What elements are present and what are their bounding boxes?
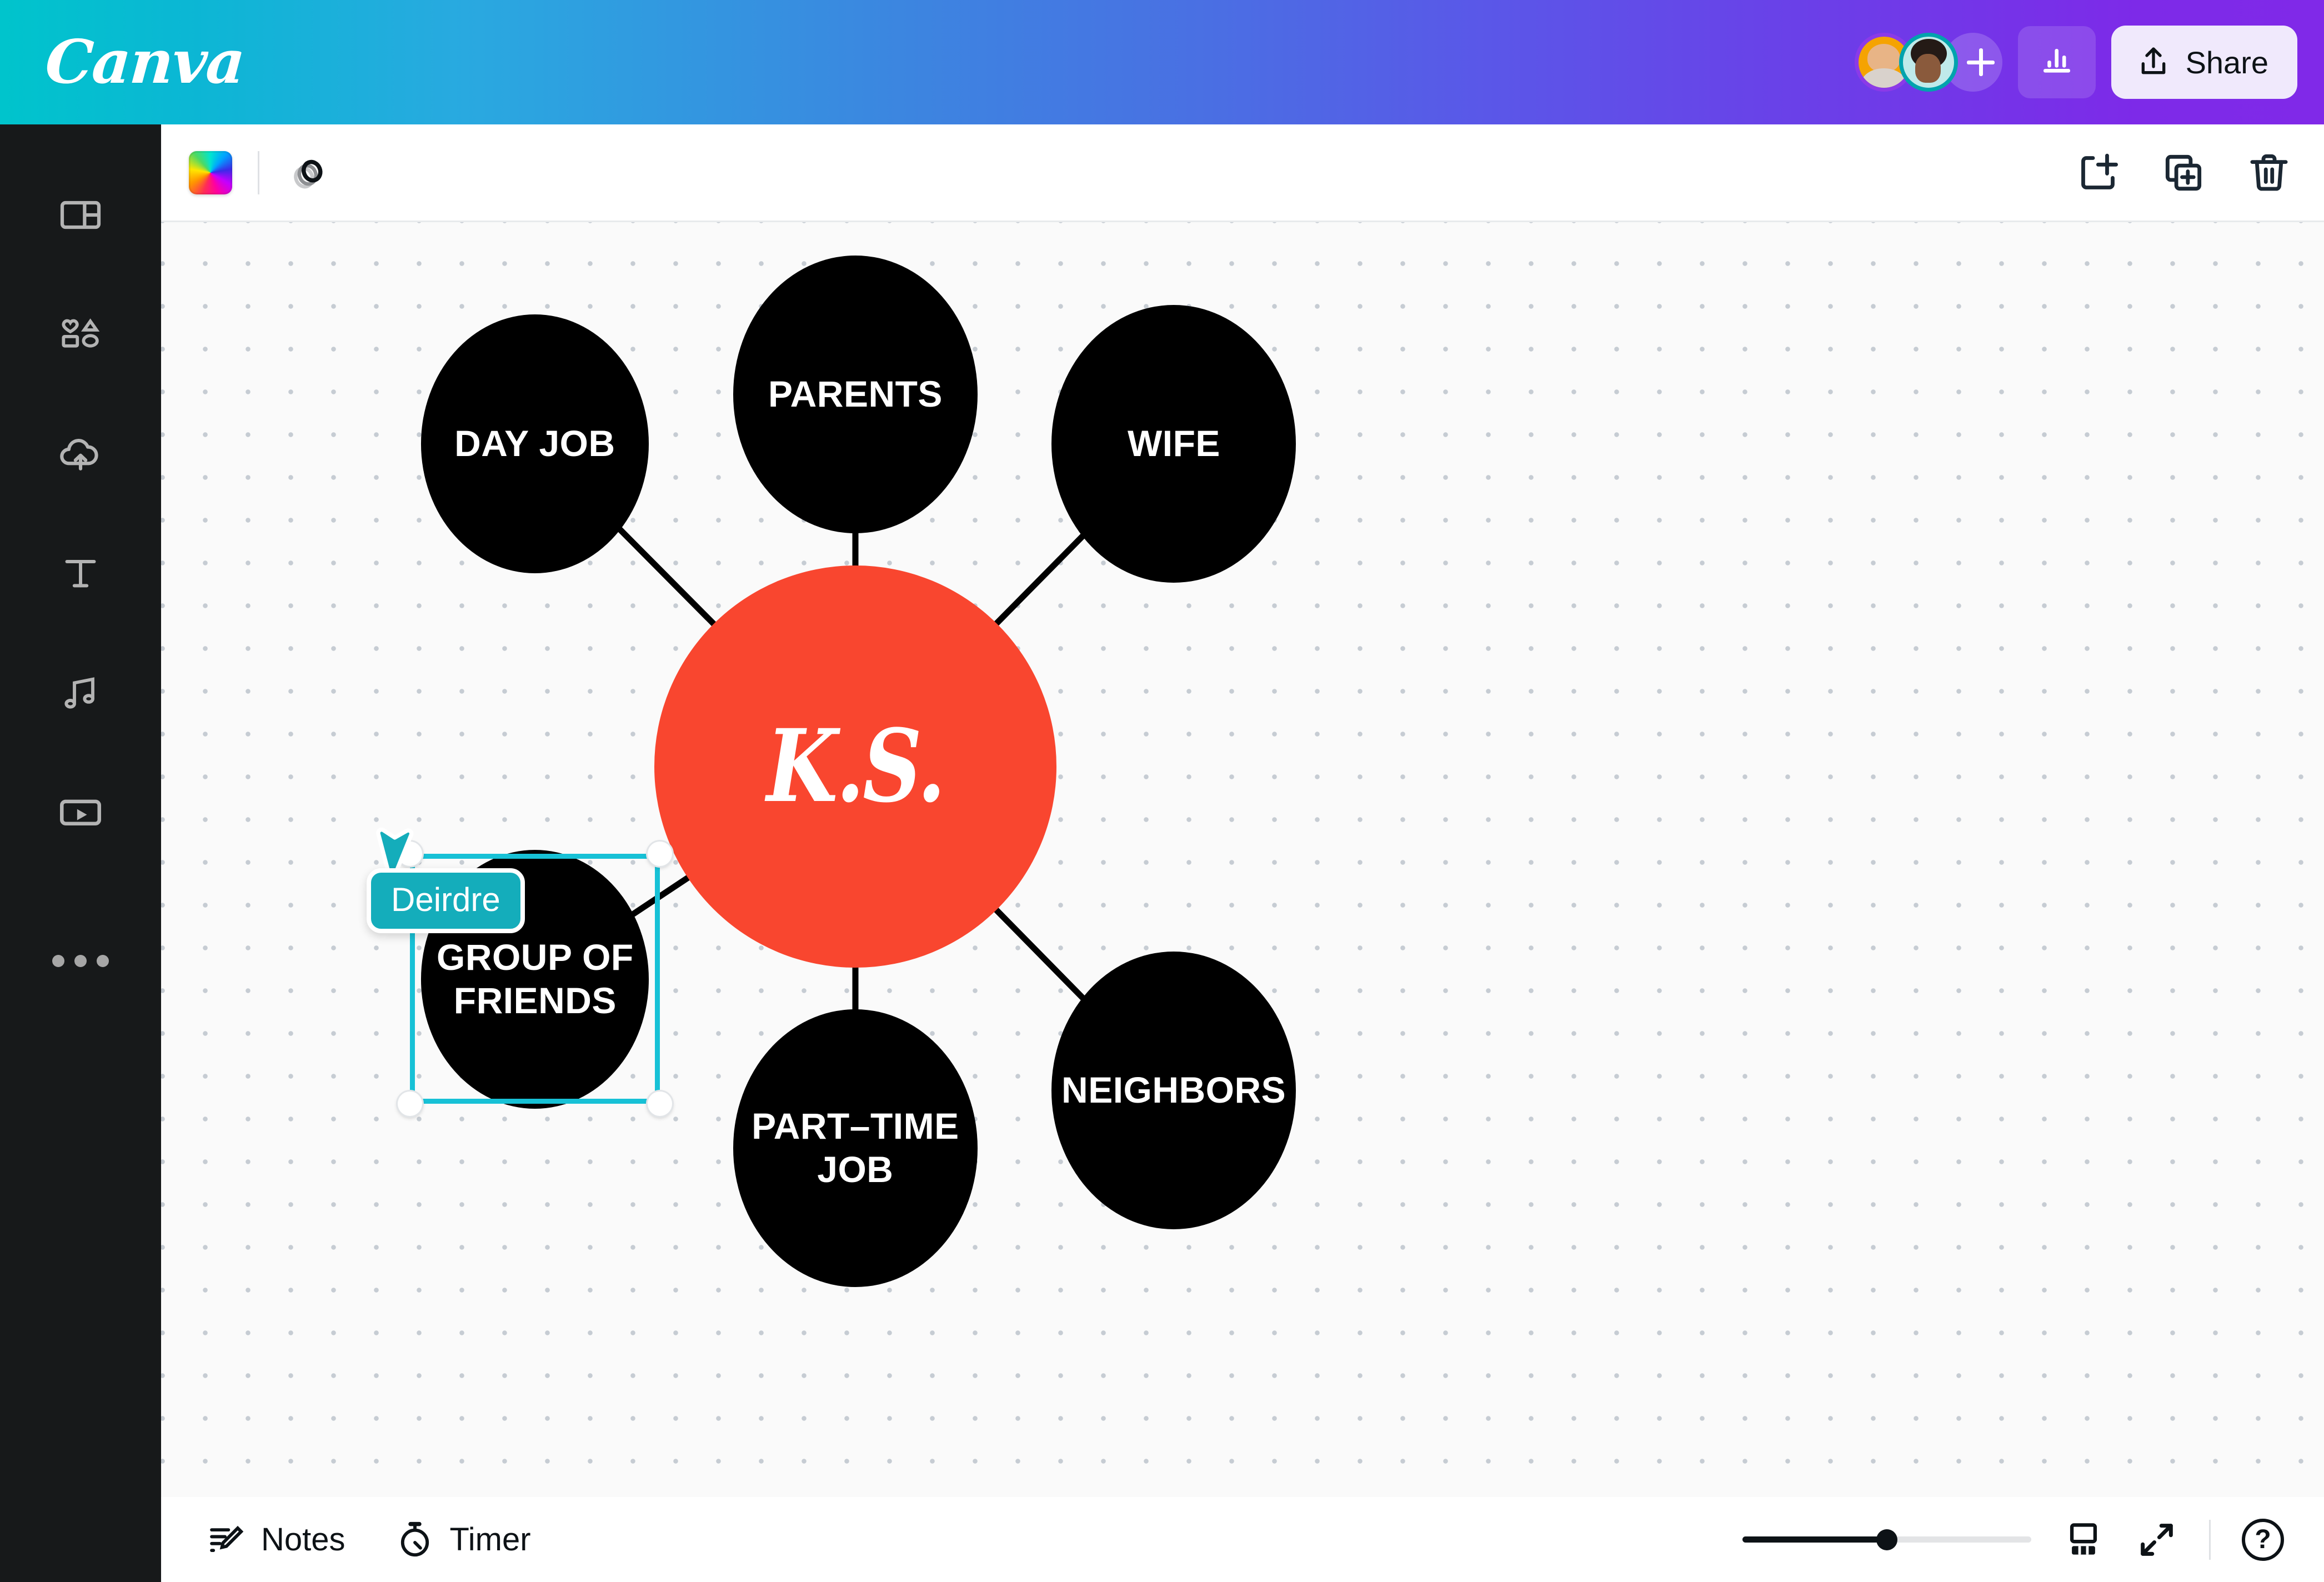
bottom-bar-right: ?: [1742, 1518, 2284, 1561]
timer-button[interactable]: Timer: [394, 1519, 531, 1560]
sidebar-item-videos[interactable]: [0, 752, 161, 872]
shapes-icon: [62, 318, 100, 348]
bar-chart-icon: [2043, 49, 2070, 73]
mindmap-node-line: WIFE: [1127, 423, 1220, 464]
duplicate-button[interactable]: [2160, 149, 2207, 197]
stopwatch-icon: [400, 1521, 429, 1556]
connector-neighbors: [991, 904, 1088, 1003]
mindmap-node-label: NEIGHBORS: [1061, 1069, 1286, 1112]
text-t-icon: [65, 559, 96, 587]
collaborator-name-label: Deirdre: [367, 868, 525, 933]
mindmap-node-line: GROUP OF: [436, 937, 634, 978]
connector-group-of-friends: [630, 873, 694, 917]
mindmap-node-wife[interactable]: WIFE: [1051, 305, 1296, 583]
header-actions: Share: [1854, 26, 2297, 99]
mindmap-node-line: FRIENDS: [453, 980, 617, 1021]
mindmap-node-parents[interactable]: PARENTS: [733, 256, 978, 533]
toolbar-right-actions: [2074, 149, 2293, 197]
notes-pencil-icon: [210, 1525, 244, 1552]
expand-arrows-icon: [2141, 1523, 2173, 1556]
connector-day-job: [615, 524, 719, 629]
analytics-button[interactable]: [2017, 26, 2096, 98]
notes-label: Notes: [261, 1521, 345, 1558]
left-sidebar: [0, 124, 161, 1582]
transparency-circles-icon: [294, 159, 323, 188]
bottom-bar-divider: [2209, 1519, 2211, 1560]
collaborator-avatars: [1854, 33, 2002, 92]
connector-wife: [991, 531, 1088, 629]
sidebar-item-uploads[interactable]: [0, 394, 161, 513]
mindmap-node-line: PARENTS: [768, 373, 943, 415]
notes-button[interactable]: Notes: [206, 1519, 345, 1560]
share-label: Share: [2185, 44, 2268, 80]
cloud-upload-icon: [60, 438, 98, 470]
mindmap-connectors: [615, 518, 1088, 1024]
duplicate-icon: [2165, 154, 2202, 191]
bottom-bar: Notes Timer: [161, 1497, 2324, 1582]
editor-toolbar: [161, 124, 2324, 222]
music-note-icon: [64, 677, 94, 709]
sidebar-item-text[interactable]: [0, 513, 161, 633]
add-collaborator-button[interactable]: [1943, 33, 2002, 92]
mindmap-node-line: K.S.: [767, 707, 946, 825]
add-frame-icon: [2081, 153, 2118, 189]
mindmap-node-label: PARENTS: [768, 373, 942, 416]
fullscreen-button[interactable]: [2136, 1519, 2178, 1561]
trash-icon: [2250, 154, 2288, 191]
canva-logo[interactable]: Canva: [43, 27, 247, 97]
mindmap-node-label: DAY JOB: [454, 422, 615, 465]
position-button[interactable]: [2074, 149, 2122, 197]
toolbar-divider: [258, 151, 259, 194]
mindmap-node-center[interactable]: K.S.: [654, 565, 1056, 968]
sidebar-item-more[interactable]: [52, 955, 109, 967]
more-dot-2: [74, 955, 87, 967]
layout-panels-icon: [60, 201, 101, 229]
app-header: Canva: [0, 0, 2324, 124]
sidebar-item-design[interactable]: [0, 155, 161, 274]
transparency-button[interactable]: [285, 149, 333, 197]
share-upload-icon: [2141, 47, 2165, 74]
mindmap-node-neighbors[interactable]: NEIGHBORS: [1051, 952, 1296, 1229]
delete-button[interactable]: [2245, 149, 2293, 197]
sidebar-item-elements[interactable]: [0, 274, 161, 394]
mindmap-node-line: JOB: [817, 1149, 894, 1190]
collaborator-cursor: Deirdre: [367, 819, 525, 933]
share-button[interactable]: Share: [2111, 26, 2297, 99]
zoom-slider-fill: [1742, 1536, 1887, 1543]
video-play-icon: [60, 799, 101, 825]
mindmap-node-label: WIFE: [1128, 422, 1220, 465]
mindmap-node-line: NEIGHBORS: [1061, 1069, 1286, 1111]
help-button[interactable]: ?: [2242, 1518, 2284, 1561]
sidebar-item-audio[interactable]: [0, 633, 161, 752]
mindmap-node-day-job[interactable]: DAY JOB: [420, 314, 649, 573]
timer-label: Timer: [449, 1521, 531, 1558]
collaborator-avatar-2[interactable]: [1899, 33, 1958, 92]
zoom-slider-thumb[interactable]: [1876, 1529, 1897, 1550]
plus-icon-vertical: [1979, 48, 1983, 76]
help-label: ?: [2255, 1525, 2271, 1554]
page-grid-icon: [2070, 1523, 2097, 1555]
mindmap-node-label: K.S.: [747, 708, 963, 825]
more-dot-3: [97, 955, 109, 967]
grid-view-button[interactable]: [2062, 1519, 2105, 1561]
mindmap-node-line: DAY JOB: [454, 423, 615, 464]
rainbow-color-swatch-icon[interactable]: [189, 151, 232, 194]
more-dot-1: [52, 955, 64, 967]
zoom-slider[interactable]: [1742, 1529, 2031, 1551]
mindmap-node-line: PART–TIME: [752, 1105, 959, 1147]
